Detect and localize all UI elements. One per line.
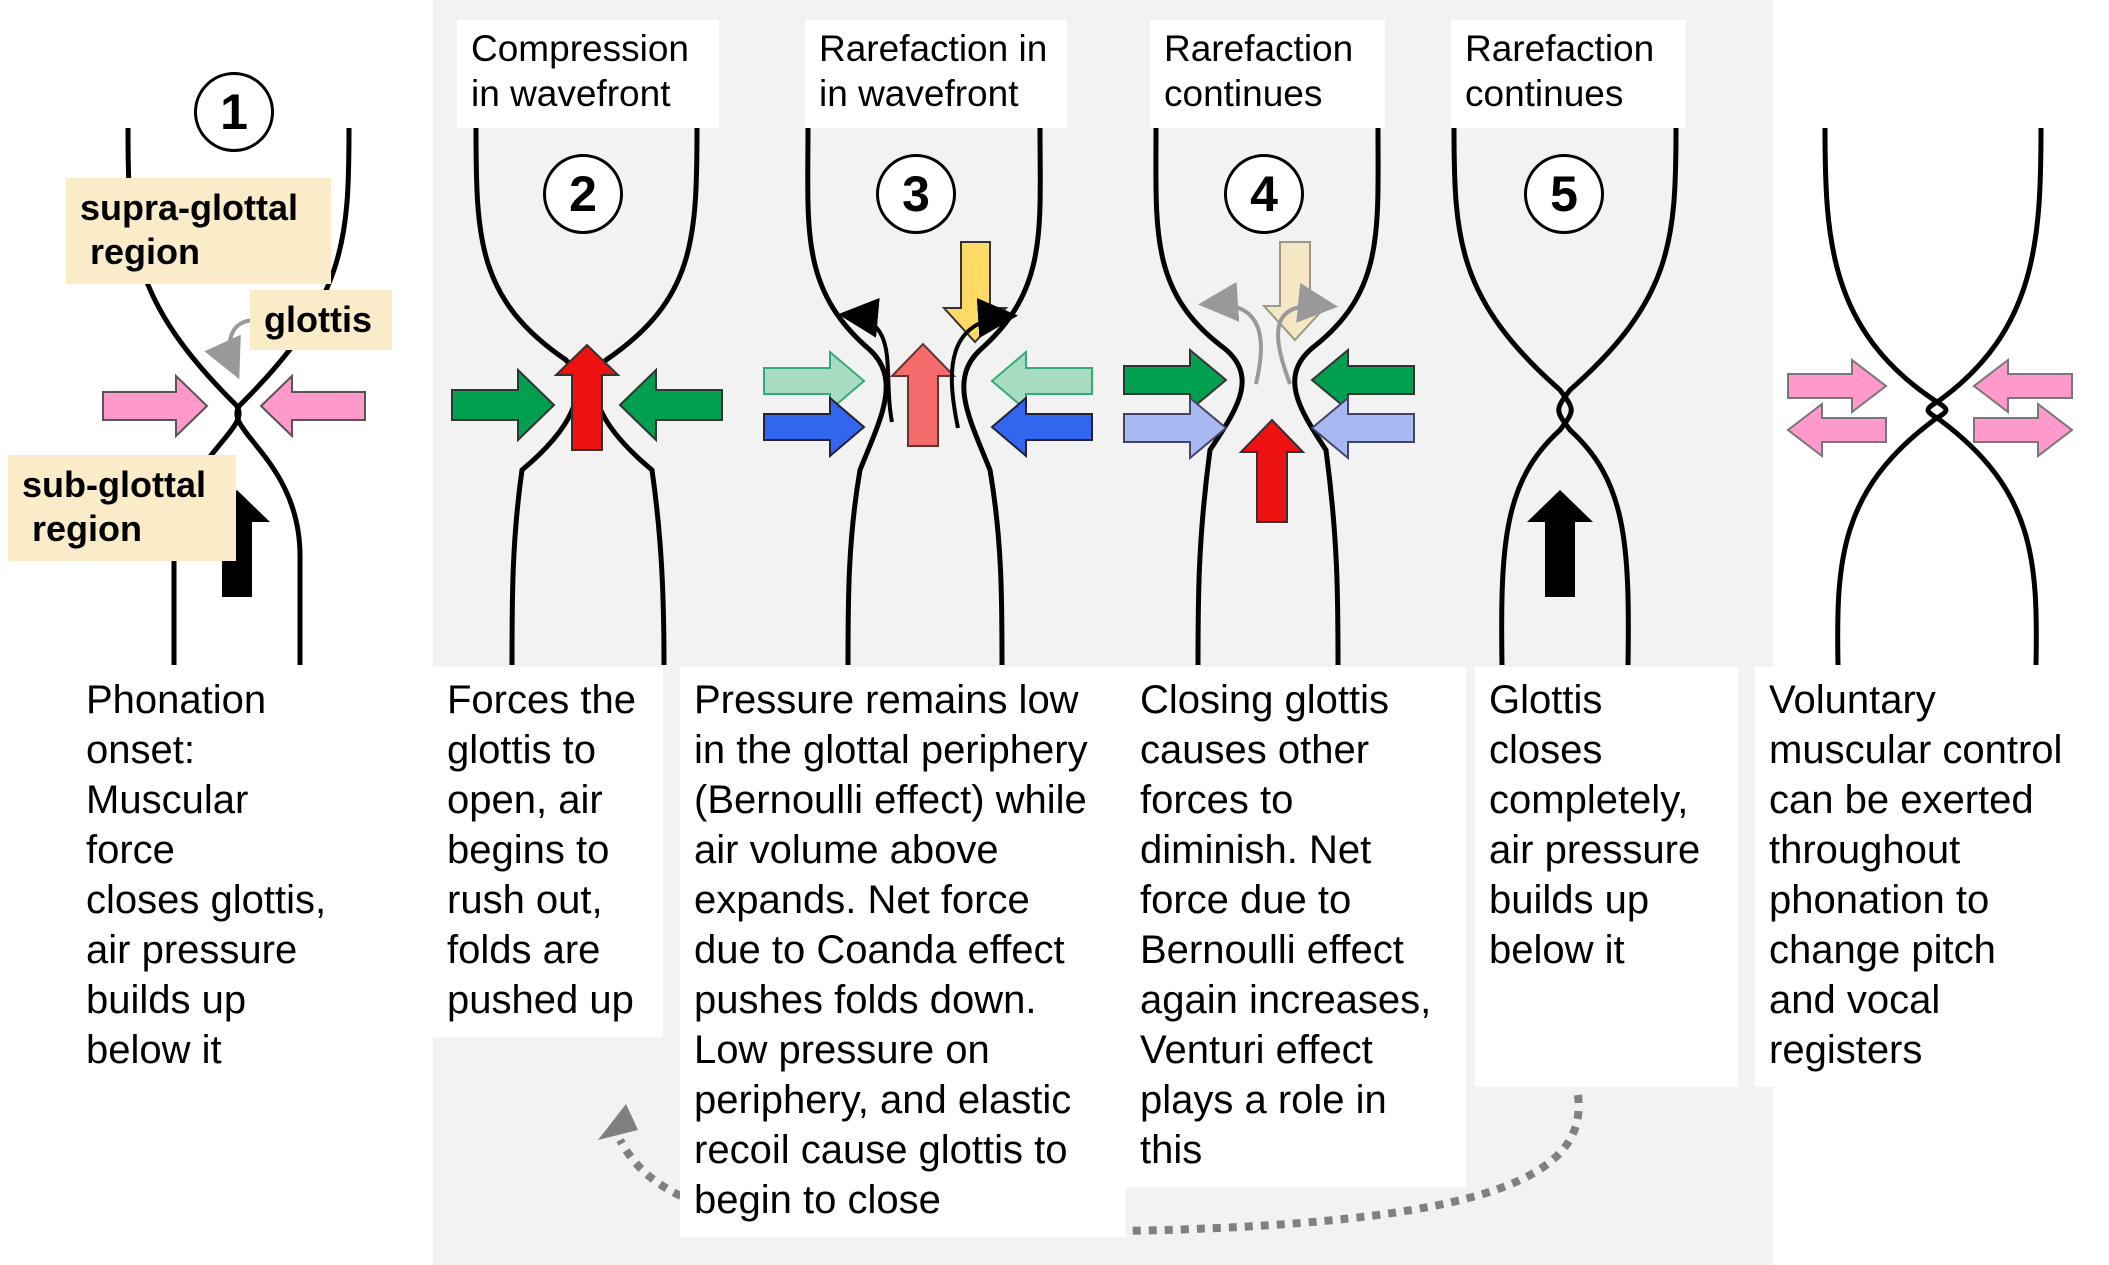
black-curved-outflow-right-icon [949, 298, 1018, 429]
supra-glottal-label: supra-glottal region [66, 178, 331, 284]
pink-inward-left-icon [102, 373, 209, 439]
stage-5-header: Rarefaction continues [1451, 20, 1686, 128]
pink-inward-right-icon [259, 373, 366, 439]
vocal-folds-stage-6 [1822, 127, 2044, 666]
stage-2-number: 2 [543, 154, 623, 234]
red-up-arrow-icon [553, 343, 621, 451]
dotted-cycle-arrowhead-icon [598, 1104, 638, 1140]
light-green-outward-left-icon [763, 349, 866, 413]
green-inward-right-icon [618, 367, 723, 443]
stage-5-number: 5 [1524, 154, 1604, 234]
stage-3-number: 3 [876, 154, 956, 234]
vocal-folds-stage-4 [1153, 127, 1381, 666]
stage-4-header: Rarefaction continues [1150, 20, 1385, 128]
black-up-arrow-icon-5 [1527, 490, 1593, 597]
green-inward-left-icon [451, 367, 556, 443]
stage-6-caption: Voluntary muscular control can be exerte… [1755, 667, 2109, 1087]
grey-curved-outflow-right-icon [1276, 282, 1338, 385]
salmon-up-arrow-icon [889, 342, 957, 447]
pink-double-arrow-left-icon [1786, 357, 1888, 459]
stage-1-number: 1 [194, 72, 274, 152]
green-inward-right-icon-4 [1310, 347, 1415, 413]
stage-3-caption: Pressure remains low in the glottal peri… [680, 667, 1126, 1237]
light-green-outward-right-icon [990, 349, 1093, 413]
stage-2-caption: Forces the glottis to open, air begins t… [433, 667, 663, 1037]
sub-glottal-label: sub-glottal region [8, 455, 236, 561]
stage-4-caption: Closing glottis causes other forces to d… [1126, 667, 1466, 1187]
pink-double-arrow-right-icon [1972, 357, 2074, 459]
glottis-pointer-arrow-icon [204, 318, 257, 380]
grey-curved-outflow-left-icon [1198, 281, 1263, 385]
black-curved-outflow-left-icon [838, 297, 894, 423]
stage-2-header: Compression in wavefront [457, 20, 719, 128]
blue-inward-left-icon [763, 395, 866, 459]
glottis-label: glottis [250, 290, 392, 350]
stage-3-header: Rarefaction in in wavefront [805, 20, 1067, 128]
red-up-arrow-icon-4 [1238, 418, 1306, 523]
light-blue-inward-right-icon [1310, 395, 1415, 461]
vocal-folds-stage-5 [1451, 127, 1679, 666]
light-blue-inward-left-icon [1123, 395, 1228, 461]
stage-5-caption: Glottis closes completely, air pressure … [1475, 667, 1738, 1087]
blue-inward-right-icon [990, 395, 1093, 459]
stage-1-caption: Phonation onset: Muscular force closes g… [72, 667, 362, 1087]
vocal-folds-stage-3 [805, 127, 1043, 666]
green-inward-left-icon-4 [1123, 347, 1228, 413]
stage-4-number: 4 [1224, 154, 1304, 234]
